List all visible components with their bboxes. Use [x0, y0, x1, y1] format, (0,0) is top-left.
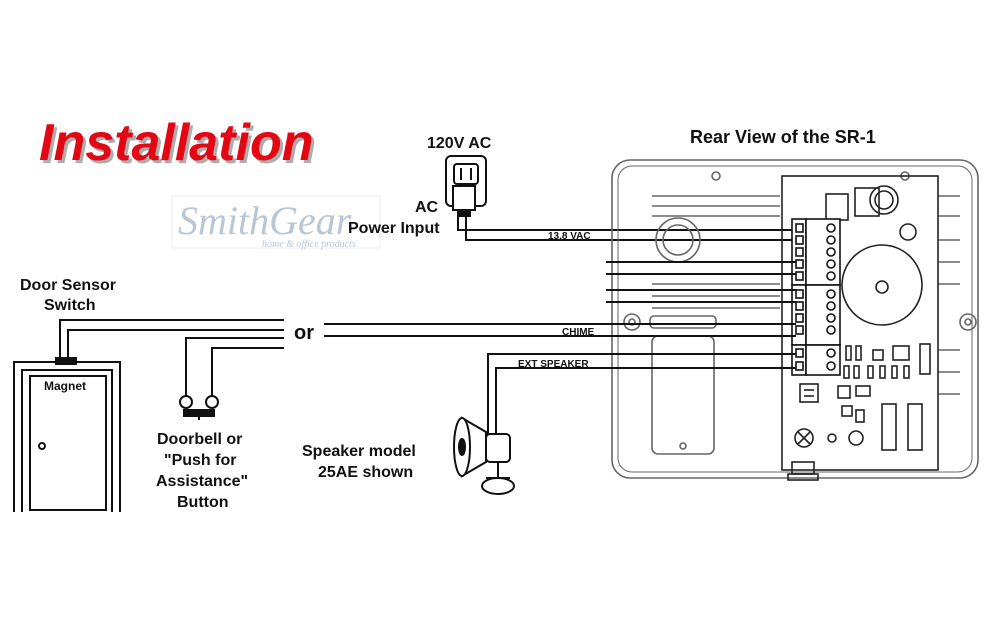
- title-shadow: Installation: [42, 117, 316, 175]
- door-icon: [13, 357, 121, 512]
- magnet-label: Magnet: [44, 379, 86, 393]
- doorbell-label-4: Button: [177, 494, 229, 511]
- power-wires: [457, 216, 798, 241]
- logo-brand: SmithGear: [178, 198, 352, 243]
- doorbell-label-3: Assistance": [156, 473, 248, 490]
- sr1-device: [611, 159, 979, 479]
- terminal-block-mid: [791, 284, 841, 346]
- door-sensor-label-1: Door Sensor: [20, 277, 116, 294]
- power-adapter: [452, 185, 476, 217]
- speaker-horn-icon: [453, 416, 515, 495]
- ac-power-label-2: Power Input: [348, 220, 440, 237]
- ac-power-label-1: AC: [415, 199, 439, 216]
- door-sensor-label-2: Switch: [44, 297, 96, 314]
- page-title: Installation: [39, 114, 313, 172]
- smithgear-logo: SmithGear home & office products: [171, 195, 381, 250]
- terminal-block-top: [791, 218, 841, 286]
- terminal-block-bottom: [791, 344, 841, 376]
- ext-speaker-label: EXT SPEAKER: [518, 359, 589, 370]
- doorbell-button-icon: [179, 395, 219, 420]
- speaker-label-1: Speaker model: [302, 443, 416, 460]
- ac-voltage-label: 120V AC: [427, 135, 492, 152]
- speaker-wires: [487, 353, 796, 436]
- doorbell-wires: [185, 337, 284, 396]
- logo-tagline: home & office products: [262, 239, 356, 250]
- rear-view-title: Rear View of the SR-1: [690, 127, 876, 147]
- or-label: or: [294, 322, 314, 344]
- vac-label: 13.8 VAC: [548, 231, 591, 242]
- spare-terminal-wires: [606, 261, 796, 303]
- doorbell-label-1: Doorbell or: [157, 431, 242, 448]
- speaker-label-2: 25AE shown: [318, 464, 413, 481]
- doorbell-label-2: "Push for: [164, 452, 236, 469]
- chime-wires: [324, 323, 796, 337]
- door-sensor-wires: [59, 319, 284, 360]
- chime-label: CHIME: [562, 327, 595, 338]
